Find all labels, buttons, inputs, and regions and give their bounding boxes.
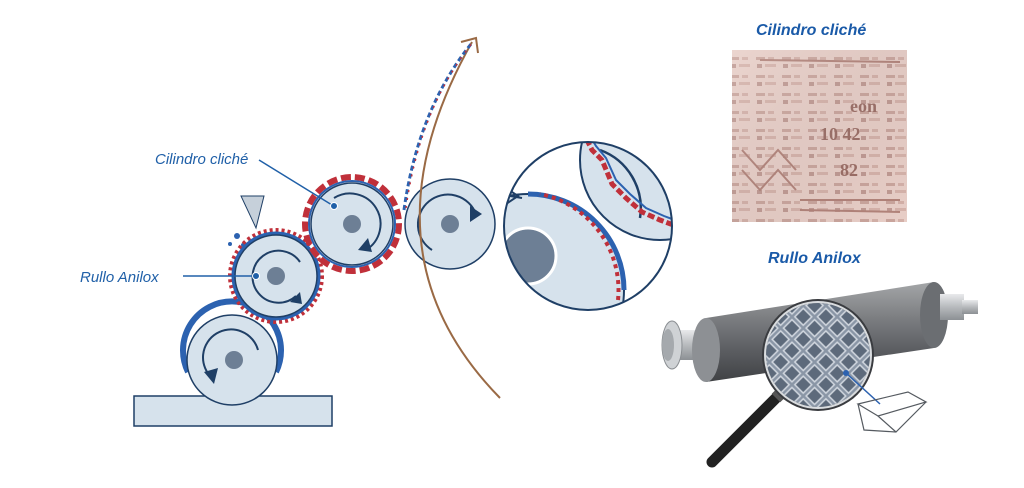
label-anilox-roller: Rullo Anilox xyxy=(80,269,159,286)
impression-cylinder xyxy=(404,178,496,270)
fountain-roller xyxy=(180,298,284,406)
anilox-roller xyxy=(228,228,324,324)
web-direction-arrow xyxy=(460,36,479,54)
photo-title-anilox: Rullo Anilox xyxy=(768,250,861,267)
printed-ink-on-web xyxy=(402,43,473,211)
printed-ink-red-on-web xyxy=(405,41,474,209)
cliche-photo: 10 42 82 eon xyxy=(732,50,907,222)
photo-title-cliche: Cilindro cliché xyxy=(756,22,867,39)
label-leaders xyxy=(183,159,338,280)
cliche-cylinder xyxy=(302,174,402,274)
anilox-roller-photo xyxy=(661,282,978,468)
doctor-blade xyxy=(240,195,265,230)
substrate-web xyxy=(418,41,501,399)
label-cliche-cylinder: Cilindro cliché xyxy=(155,151,248,168)
ink-drops xyxy=(228,233,245,247)
